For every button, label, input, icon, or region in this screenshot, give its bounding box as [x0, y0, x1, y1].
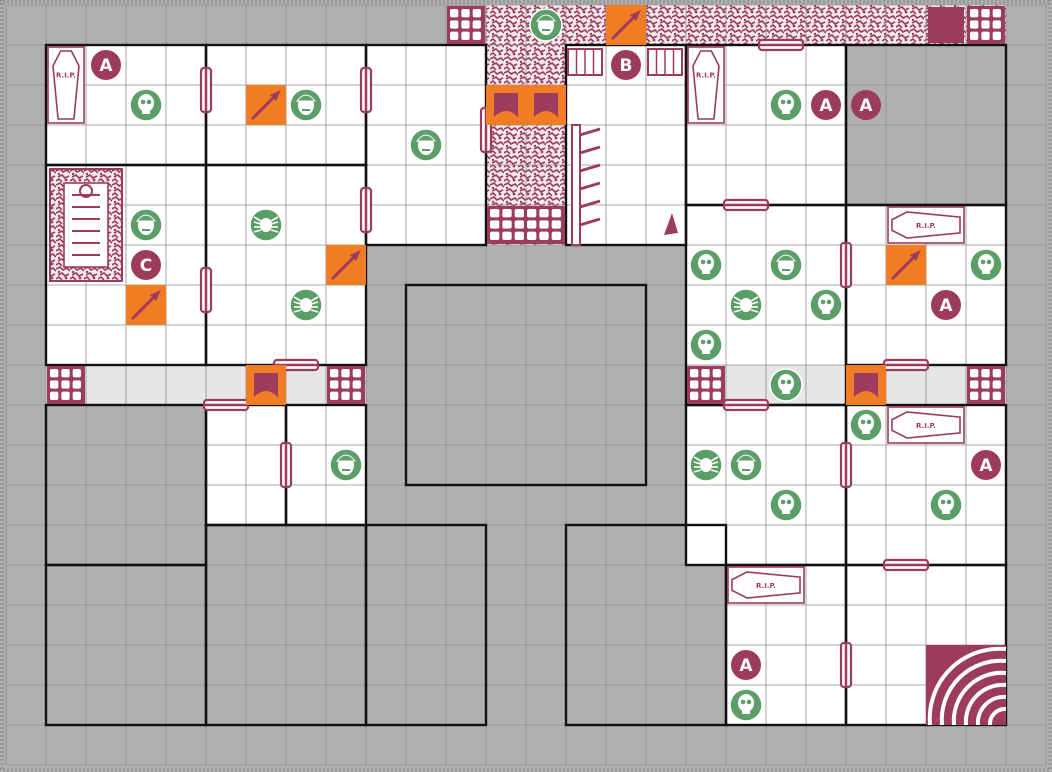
- coffin-icon: R.I.P.: [887, 406, 965, 444]
- door-icon: [199, 66, 213, 114]
- door-layer: [199, 38, 930, 689]
- pit-trap-icon: [846, 365, 886, 405]
- skeleton-icon: [689, 248, 723, 282]
- tomb-icon: [49, 168, 123, 282]
- rubble-icon: [486, 5, 1006, 45]
- marker-a: A: [811, 90, 841, 120]
- coffin-icon: R.I.P.: [47, 46, 85, 124]
- door-icon: [722, 198, 770, 212]
- coffin-label: R.I.P.: [756, 582, 776, 590]
- door-icon: [882, 358, 930, 372]
- skeleton-icon: [769, 488, 803, 522]
- marker-letter: A: [979, 456, 993, 476]
- coffin-label: R.I.P.: [696, 71, 716, 79]
- room-wall: [364, 523, 488, 727]
- marker-a: A: [931, 290, 961, 320]
- spider-icon: [249, 208, 283, 242]
- pit-trap-icon: [246, 365, 286, 405]
- zombie-icon: [409, 128, 443, 162]
- marker-a: A: [731, 650, 761, 680]
- spider-icon: [689, 448, 723, 482]
- rubble-icon: [967, 366, 1005, 404]
- marker-c: C: [131, 250, 161, 280]
- spear-trap-icon: [326, 245, 366, 285]
- marker-letter: B: [620, 56, 633, 76]
- marker-letter: C: [140, 256, 152, 276]
- marker-a: A: [91, 50, 121, 80]
- zombie-icon: [769, 248, 803, 282]
- marker-letter: A: [859, 96, 873, 116]
- spear-trap-icon: [246, 85, 286, 125]
- marker-layer: A A A A A A B C: [91, 50, 1001, 680]
- zombie-icon: [289, 88, 323, 122]
- skeleton-icon: [929, 488, 963, 522]
- rubble-icon: [447, 6, 485, 44]
- spear-trap-icon: [126, 285, 166, 325]
- pit-trap-icon: [526, 85, 566, 125]
- marker-letter: A: [739, 656, 753, 676]
- door-icon: [202, 398, 250, 412]
- coffin-label: R.I.P.: [56, 71, 76, 79]
- coffin-icon: R.I.P.: [687, 46, 725, 124]
- furniture-layer: R.I.P. R.I.P. R.I.P. R.I.P. R.I.P.: [47, 6, 1007, 726]
- coffin-label: R.I.P.: [916, 422, 936, 430]
- door-icon: [359, 66, 373, 114]
- marker-b: B: [611, 50, 641, 80]
- coffin-icon: R.I.P.: [727, 566, 805, 604]
- marker-letter: A: [939, 296, 953, 316]
- rubble-icon: [327, 366, 365, 404]
- zombie-icon: [729, 448, 763, 482]
- room-wall: [404, 283, 648, 487]
- marker-a: A: [851, 90, 881, 120]
- spider-icon: [729, 288, 763, 322]
- skeleton-icon: [849, 408, 883, 442]
- door-icon: [757, 38, 805, 52]
- bookshelf-icon: [647, 48, 683, 76]
- spider-icon: [289, 288, 323, 322]
- zombie-icon: [129, 208, 163, 242]
- zombie-icon: [529, 8, 563, 42]
- bookshelf-icon: [567, 48, 603, 76]
- door-icon: [882, 558, 930, 572]
- skeleton-icon: [769, 88, 803, 122]
- skeleton-icon: [129, 88, 163, 122]
- trap-layer: [126, 5, 926, 405]
- coffin-label: R.I.P.: [916, 222, 936, 230]
- weapon-rack-icon: [571, 124, 678, 246]
- door-icon: [839, 641, 853, 689]
- coffin-icon: R.I.P.: [887, 206, 965, 244]
- rubble-icon: [967, 6, 1005, 44]
- marker-letter: A: [819, 96, 833, 116]
- rubble-icon: [47, 366, 85, 404]
- door-icon: [199, 266, 213, 314]
- skeleton-icon: [769, 368, 803, 402]
- marker-letter: A: [99, 56, 113, 76]
- door-icon: [722, 398, 770, 412]
- skeleton-icon: [969, 248, 1003, 282]
- door-icon: [359, 186, 373, 234]
- skeleton-icon: [729, 688, 763, 722]
- pit-trap-icon: [486, 85, 526, 125]
- rubble-icon: [687, 366, 725, 404]
- rubble-icon: [928, 7, 964, 43]
- zombie-icon: [329, 448, 363, 482]
- spear-trap-icon: [606, 5, 646, 45]
- stairs-icon: [926, 645, 1007, 726]
- door-icon: [279, 441, 293, 489]
- spear-trap-icon: [886, 245, 926, 285]
- rubble-icon: [487, 206, 565, 244]
- marker-a: A: [971, 450, 1001, 480]
- skeleton-icon: [689, 328, 723, 362]
- door-icon: [839, 441, 853, 489]
- skeleton-icon: [809, 288, 843, 322]
- door-icon: [839, 241, 853, 289]
- monster-layer: [129, 8, 1003, 722]
